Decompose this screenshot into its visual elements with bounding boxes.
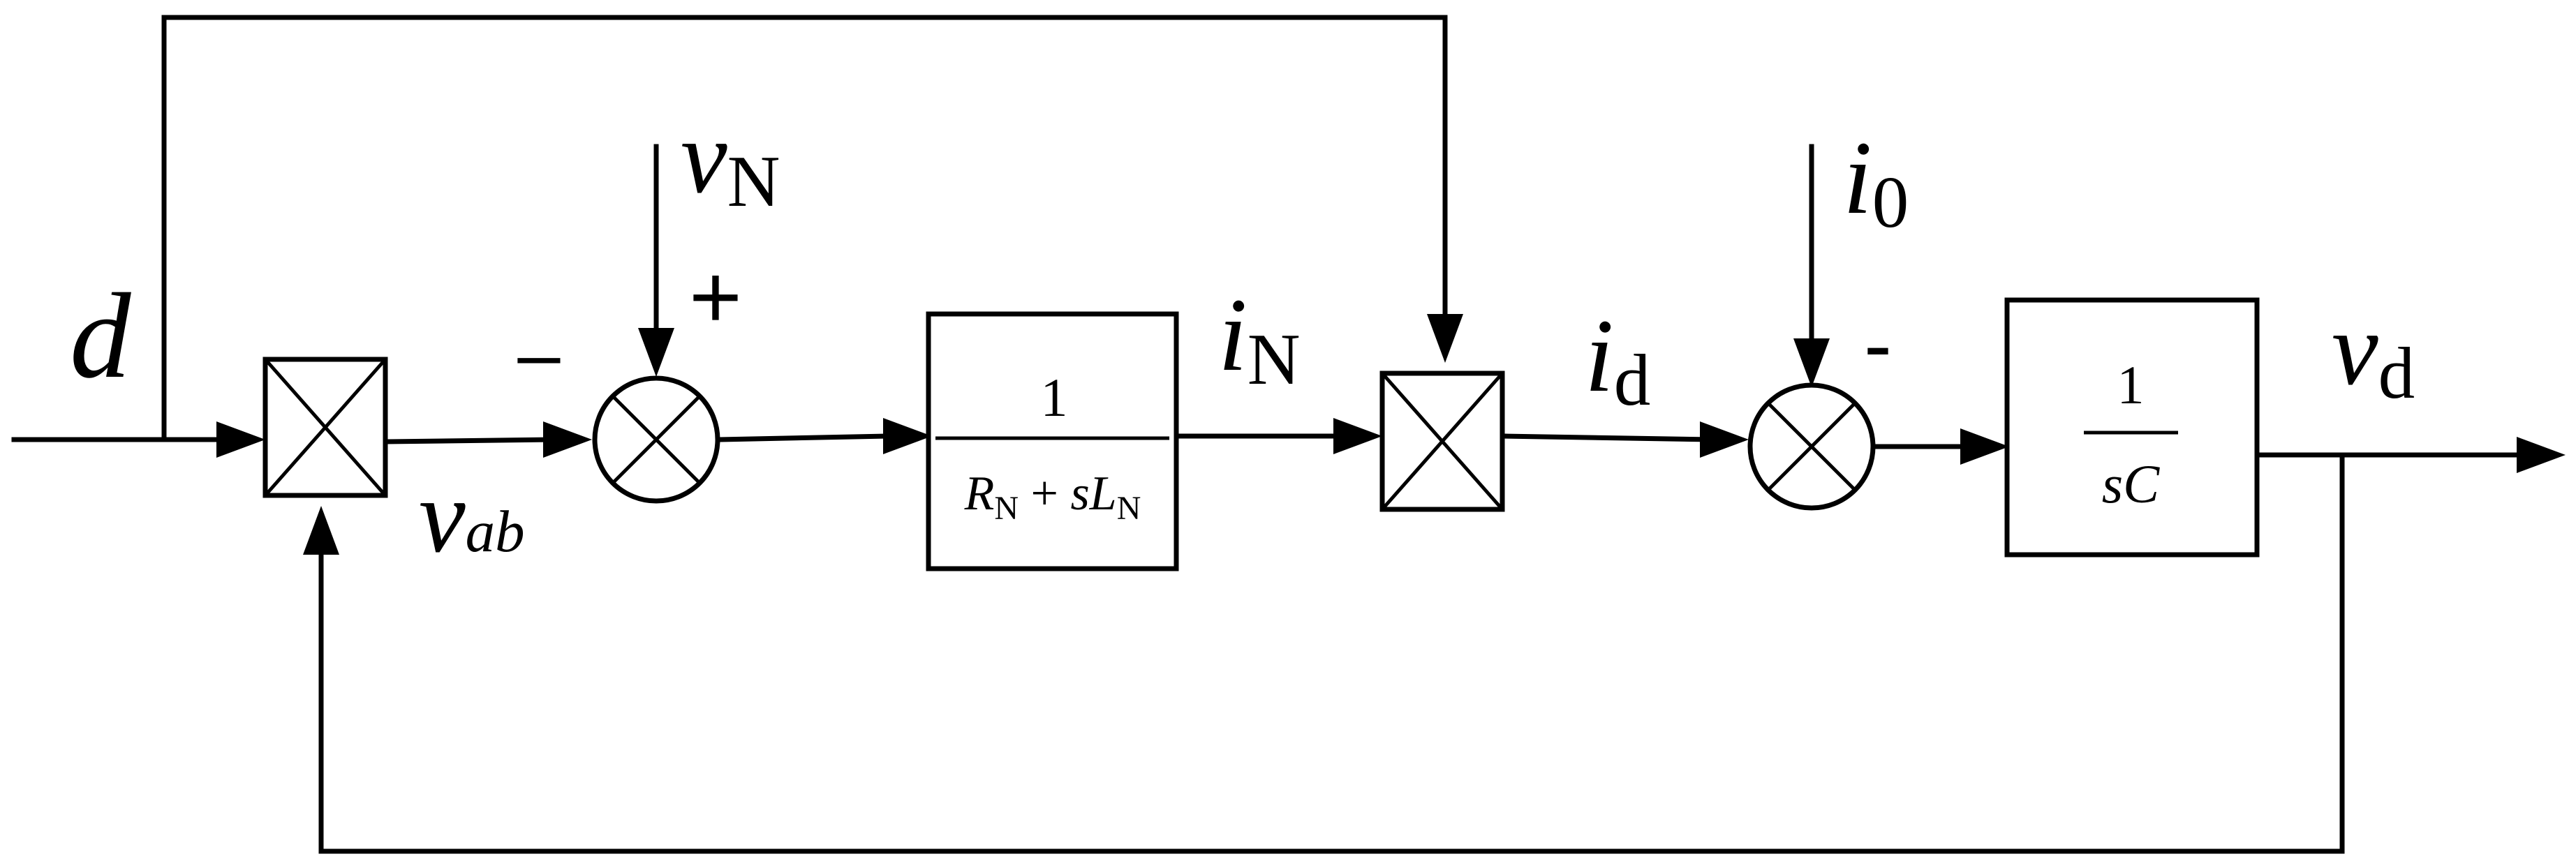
label-i0-main: i bbox=[1843, 120, 1872, 236]
den-L-sub: N bbox=[1117, 490, 1141, 527]
wire-vab bbox=[385, 437, 554, 444]
label-vN: vN bbox=[681, 99, 780, 222]
label-id-sub: d bbox=[1614, 339, 1651, 421]
multiplier-2 bbox=[1379, 371, 1505, 512]
arrow-into-sum2-left bbox=[1700, 421, 1749, 458]
sign-sum1-plus: + bbox=[689, 246, 742, 347]
block2-denominator: sC bbox=[2102, 454, 2160, 514]
label-vab-main: v bbox=[419, 458, 466, 574]
label-vab-sub: ab bbox=[466, 499, 525, 564]
wire-feedforward-d bbox=[161, 15, 1448, 442]
label-vd: vd bbox=[2332, 291, 2415, 414]
arrow-into-block1 bbox=[883, 418, 932, 454]
label-vN-main: v bbox=[681, 99, 727, 215]
label-id: id bbox=[1585, 298, 1650, 421]
label-vN-sub: N bbox=[727, 140, 780, 222]
arrowheads bbox=[216, 314, 2566, 555]
arrow-into-mult1 bbox=[216, 421, 265, 458]
transfer-block-2: 1 sC bbox=[2004, 297, 2260, 558]
wire-id bbox=[1502, 433, 1713, 442]
arrow-into-sum2-top bbox=[1793, 338, 1830, 387]
summing-junction-2 bbox=[1747, 382, 1876, 511]
multiplier-1 bbox=[262, 357, 388, 498]
label-id-main: i bbox=[1585, 298, 1614, 414]
sign-sum2-minus: - bbox=[1864, 298, 1892, 391]
summing-junction-1 bbox=[592, 375, 720, 504]
signal-wires bbox=[11, 15, 2523, 854]
block2-numerator: 1 bbox=[2117, 354, 2145, 415]
arrow-into-sum1-left bbox=[543, 421, 592, 458]
label-iN-sub: N bbox=[1248, 318, 1301, 400]
label-i0-sub: 0 bbox=[1872, 161, 1909, 243]
den-L: L bbox=[1089, 467, 1117, 521]
arrow-output bbox=[2517, 437, 2566, 473]
arrow-into-block2 bbox=[1960, 428, 2009, 465]
signal-labels: d vab vN iN id i0 vd bbox=[70, 99, 2415, 574]
wire-sum1-out bbox=[716, 433, 889, 442]
arrow-into-mult1-bottom bbox=[303, 506, 339, 555]
label-i0: i0 bbox=[1843, 120, 1909, 243]
label-vab: vab bbox=[419, 458, 525, 574]
label-iN-main: i bbox=[1218, 277, 1248, 393]
transfer-block-1: 1 RN + sLN bbox=[926, 311, 1179, 571]
sign-markers: – + - bbox=[517, 246, 1892, 397]
label-vd-main: v bbox=[2332, 291, 2378, 407]
den-R-sub: N bbox=[994, 490, 1019, 527]
arrow-into-mult2-left bbox=[1333, 418, 1382, 454]
den-plus: + bbox=[1019, 467, 1070, 521]
den-R: R bbox=[964, 467, 995, 521]
block1-numerator: 1 bbox=[1041, 367, 1068, 428]
block1-denominator: RN + sLN bbox=[964, 467, 1141, 527]
label-d: d bbox=[70, 268, 131, 403]
wire-feedback-vd bbox=[318, 452, 2345, 854]
arrow-into-sum1-top bbox=[638, 328, 674, 377]
den-s: s bbox=[1071, 467, 1090, 521]
arrow-into-mult2-top bbox=[1427, 314, 1463, 363]
sign-sum1-minus: – bbox=[517, 311, 561, 397]
label-vd-sub: d bbox=[2378, 332, 2415, 414]
label-iN: iN bbox=[1218, 277, 1301, 400]
